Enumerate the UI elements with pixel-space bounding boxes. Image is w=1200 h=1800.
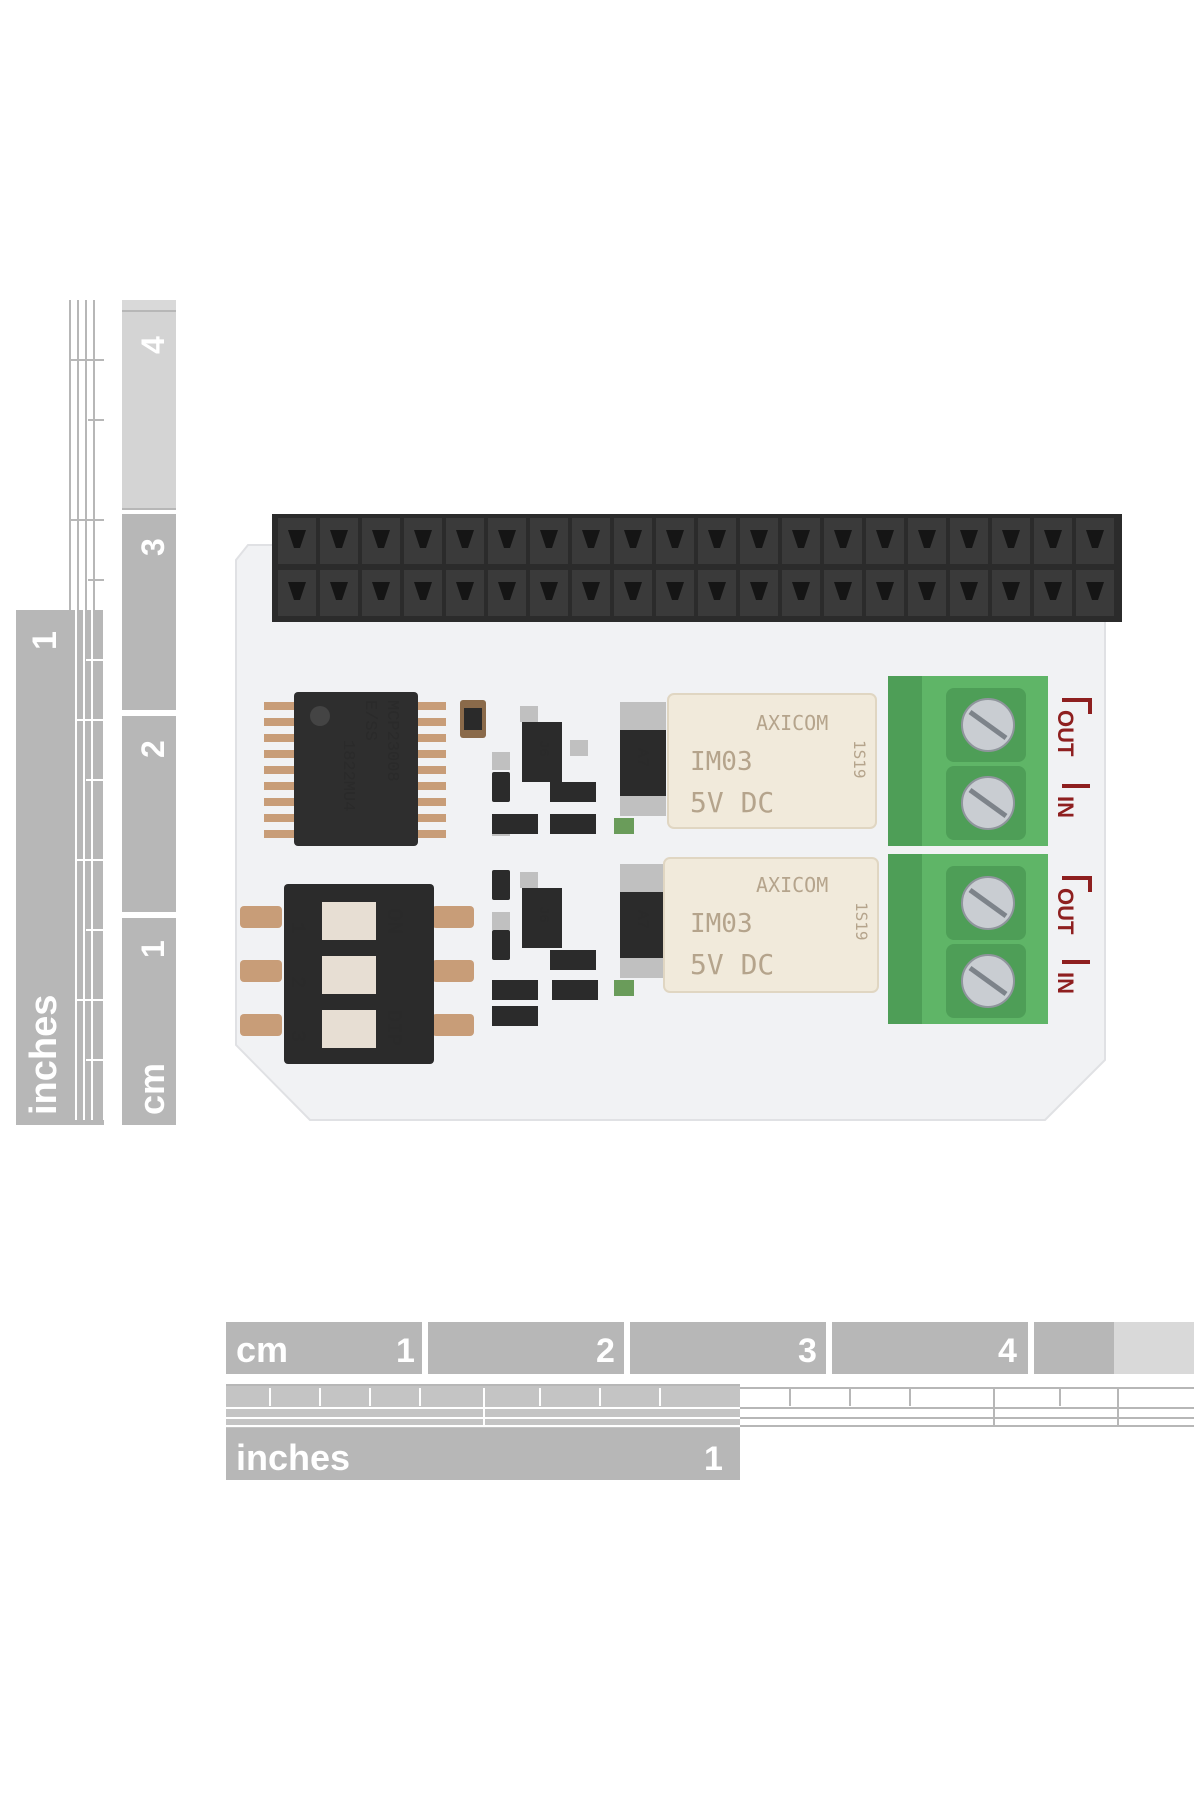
- header-socket-hole: [1044, 582, 1062, 600]
- header-socket-hole: [288, 530, 306, 548]
- header-socket-hole: [1002, 582, 1020, 600]
- header-socket-hole: [456, 582, 474, 600]
- smd-components-channel-2: J6 A7: [492, 864, 666, 1026]
- horizontal-cm-number-3: 3: [798, 1332, 817, 1370]
- header-socket-hole: [624, 530, 642, 548]
- mcp23008-chip: MCP23008 E/SS 1822MU4: [264, 692, 446, 846]
- header-socket-hole: [414, 582, 432, 600]
- dip-brand-label: DIP: [381, 1010, 404, 1046]
- horizontal-cm-number-2: 2: [596, 1332, 615, 1370]
- header-socket-hole: [288, 582, 306, 600]
- relay-1: AXICOM IM03 5V DC 1S19: [667, 693, 877, 829]
- header-socket-hole: [876, 530, 894, 548]
- header-socket-hole: [666, 530, 684, 548]
- horizontal-cm-number-1: 1: [396, 1332, 415, 1370]
- terminal-2-in-label: IN: [1053, 972, 1078, 994]
- relay-1-brand: AXICOM: [756, 711, 828, 735]
- ic-pins-left: [264, 702, 296, 838]
- terminal-1-out-label: OUT: [1053, 710, 1078, 757]
- relay-1-code: 1S19: [850, 740, 869, 779]
- header-socket-hole: [582, 530, 600, 548]
- terminal-block-2: [888, 854, 1048, 1024]
- dip-number-2: 2: [285, 976, 308, 988]
- header-socket-hole: [750, 582, 768, 600]
- header-socket-hole: [498, 582, 516, 600]
- vertical-cm-number-2: 2: [135, 740, 171, 758]
- terminal-labels: OUT IN OUT IN: [1053, 698, 1092, 994]
- ic-sublabel: E/SS: [360, 700, 379, 741]
- diode-label-1: A7: [633, 748, 651, 767]
- header-socket-hole: [708, 530, 726, 548]
- header-socket-hole: [372, 582, 390, 600]
- header-socket-hole: [372, 530, 390, 548]
- horizontal-inch-number-1: 1: [704, 1440, 723, 1478]
- dip-number-3: 3: [285, 1030, 308, 1042]
- vertical-ruler: inches 1 cm 1 2 3 4: [16, 300, 176, 1125]
- header-socket-hole: [834, 530, 852, 548]
- header-socket-hole: [750, 530, 768, 548]
- arrow-right-icon: [1062, 876, 1092, 892]
- header-socket-hole: [330, 582, 348, 600]
- header-socket-hole: [1002, 530, 1020, 548]
- terminal-1-in-label: IN: [1053, 796, 1078, 818]
- dip-on-label: ON: [381, 908, 406, 934]
- vertical-cm-number-3: 3: [135, 538, 171, 556]
- header-socket-hole: [456, 530, 474, 548]
- vertical-cm-number-4: 4: [135, 336, 171, 354]
- arrow-right-icon: [1062, 698, 1092, 714]
- header-socket-hole: [792, 530, 810, 548]
- header-socket-hole: [876, 582, 894, 600]
- ic-code: 1822MU4: [338, 740, 357, 811]
- smd-components-channel-1: J6 A7: [460, 700, 666, 836]
- horizontal-cm-unit: cm: [236, 1329, 288, 1370]
- header-socket-hole: [918, 530, 936, 548]
- vertical-inch-unit: inches: [23, 995, 65, 1115]
- header-socket-hole: [834, 582, 852, 600]
- header-socket-hole: [582, 582, 600, 600]
- relay-2-model: IM03: [690, 909, 753, 939]
- header-socket-hole: [918, 582, 936, 600]
- ic-label: MCP23008: [382, 700, 401, 782]
- header-socket-hole: [498, 530, 516, 548]
- relay-2-voltage: 5V DC: [690, 948, 774, 981]
- terminal-block-1: [888, 676, 1048, 846]
- relay-2: AXICOM IM03 5V DC 1S19: [663, 857, 879, 993]
- horizontal-cm-number-4: 4: [998, 1332, 1017, 1370]
- transistor-label-1: J6: [535, 740, 551, 757]
- vertical-inch-number-1: 1: [26, 631, 64, 650]
- transistor-label-2: J6: [535, 906, 551, 923]
- terminal-2-out-label: OUT: [1053, 888, 1078, 935]
- header-socket-hole: [666, 582, 684, 600]
- dip-number-1: 1: [285, 922, 308, 934]
- vertical-cm-number-1: 1: [135, 940, 171, 958]
- relay-2-code: 1S19: [852, 902, 871, 941]
- header-socket-hole: [1044, 530, 1062, 548]
- relay-1-voltage: 5V DC: [690, 786, 774, 819]
- header-socket-hole: [960, 582, 978, 600]
- header-socket-hole: [540, 582, 558, 600]
- vertical-cm-unit: cm: [131, 1063, 172, 1115]
- header-socket-hole: [960, 530, 978, 548]
- header-socket-hole: [624, 582, 642, 600]
- pin-header: [272, 514, 1122, 622]
- header-socket-hole: [1086, 582, 1104, 600]
- dip-pads: [240, 906, 474, 1036]
- ic-pins-right: [414, 702, 446, 838]
- diode-label-2: A7: [633, 910, 651, 929]
- header-socket-hole: [540, 530, 558, 548]
- header-socket-hole: [792, 582, 810, 600]
- relay-1-model: IM03: [690, 747, 753, 777]
- header-socket-hole: [414, 530, 432, 548]
- horizontal-ruler: cm 1 2 3 4: [226, 1322, 1194, 1480]
- relay-board: MCP23008 E/SS 1822MU4 ON DIP 1 2 3: [235, 514, 1122, 1121]
- dip-switch: ON DIP 1 2 3: [240, 884, 474, 1064]
- horizontal-inch-unit: inches: [236, 1437, 350, 1478]
- header-socket-hole: [708, 582, 726, 600]
- header-socket-hole: [330, 530, 348, 548]
- relay-2-brand: AXICOM: [756, 873, 828, 897]
- header-socket-hole: [1086, 530, 1104, 548]
